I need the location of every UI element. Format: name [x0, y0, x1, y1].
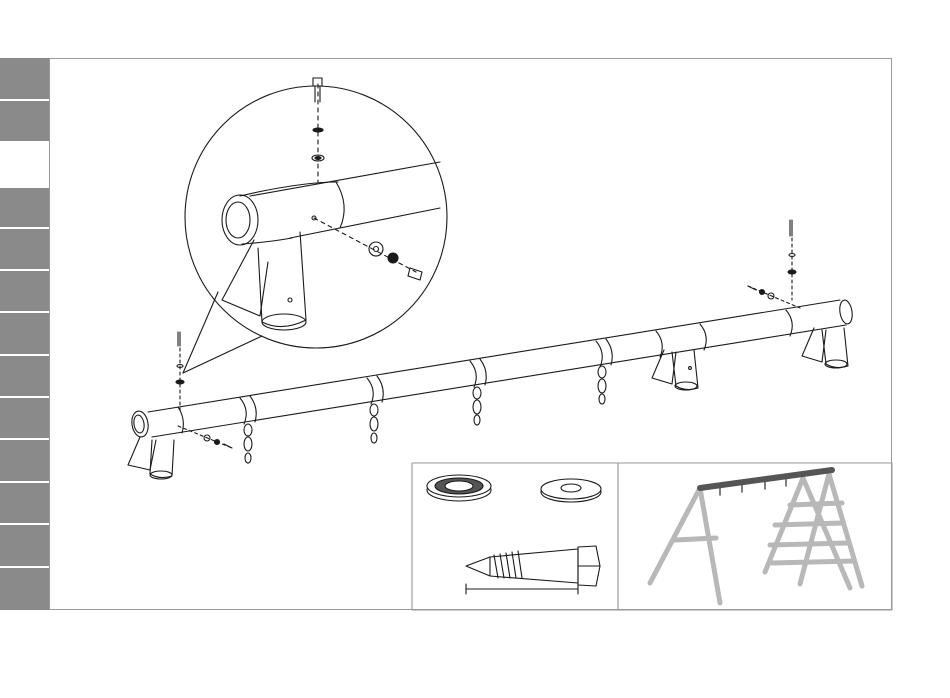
swing-set-overview-icon: [618, 463, 892, 610]
left-fasteners: [176, 332, 232, 448]
hook: [598, 366, 606, 404]
hook: [244, 424, 252, 463]
right-fasteners: [748, 220, 800, 308]
flanged-washer-icon: [427, 475, 491, 501]
left-leg-bracket: [128, 437, 174, 479]
right-leg-brackets: [652, 328, 848, 390]
top-beam: [130, 299, 854, 438]
hook: [473, 387, 481, 425]
lag-screw-icon: [466, 546, 600, 594]
detail-view: [183, 78, 447, 373]
hanging-hooks: [244, 366, 606, 463]
parts-panel: [412, 463, 618, 610]
hook: [370, 404, 378, 443]
flat-washer-icon: [541, 479, 601, 502]
